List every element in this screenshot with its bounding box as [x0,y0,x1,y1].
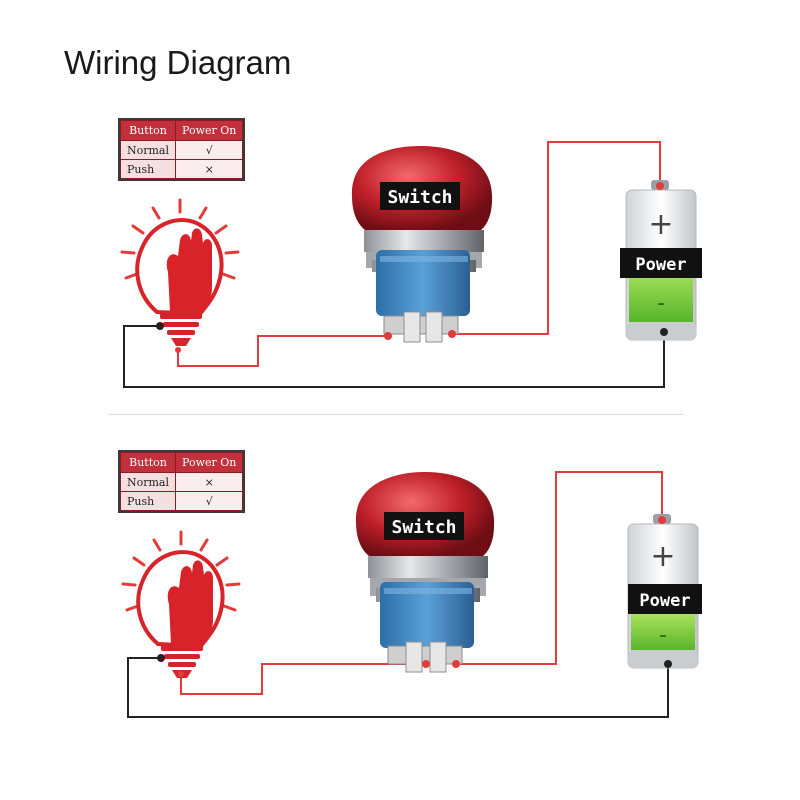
wiring-art: Switch Power + - [121,471,702,718]
power-label-box [628,584,702,614]
table-header-button: Button [119,120,177,141]
wiring-diagram-pushed: Button Power On Normal × Push √ [0,432,800,792]
state-table: Button Power On Normal × Push √ [118,450,246,513]
table-header-power-on: Power On [175,120,244,141]
state-table: Button Power On Normal √ Push × [118,118,246,181]
table-row: Push √ [119,491,244,511]
page-title: Wiring Diagram [64,44,292,81]
battery-icon [627,514,702,669]
row-label: Normal [119,140,177,160]
battery-icon [620,180,702,341]
table-row: Push × [119,159,244,179]
table-header-button: Button [119,452,177,473]
row-label: Normal [119,472,177,492]
battery-plus: + [650,539,675,574]
table-row: Normal √ [119,140,244,160]
row-label: Push [119,491,177,511]
push-button-switch [351,146,493,343]
red-wire [180,663,426,695]
red-wire [177,335,388,367]
wiring-diagram-normal: Button Power On Normal √ Push × [0,100,800,460]
push-button-switch [355,472,495,673]
row-value: × [175,472,244,492]
section-divider [108,414,683,415]
switch-label-box [380,182,460,210]
red-wire [456,471,663,665]
table-row: Normal × [119,472,244,492]
switch-label: Switch [391,517,456,538]
hand-push-icon [121,530,241,678]
switch-label: Switch [387,187,452,208]
red-wire [452,141,661,335]
row-value: √ [175,140,244,160]
power-label: Power [639,591,690,611]
wiring-art: Switch Power + - [120,141,702,388]
table-header-power-on: Power On [175,452,244,473]
row-value: √ [175,491,244,511]
switch-label-box [384,512,464,540]
black-wire [127,657,669,718]
row-value: × [175,159,244,179]
hand-push-icon [120,198,240,346]
black-wire [123,325,665,388]
battery-minus: - [659,623,667,648]
battery-plus: + [648,207,673,242]
power-label-box [620,248,702,278]
battery-minus: - [657,291,665,316]
power-label: Power [635,255,686,275]
